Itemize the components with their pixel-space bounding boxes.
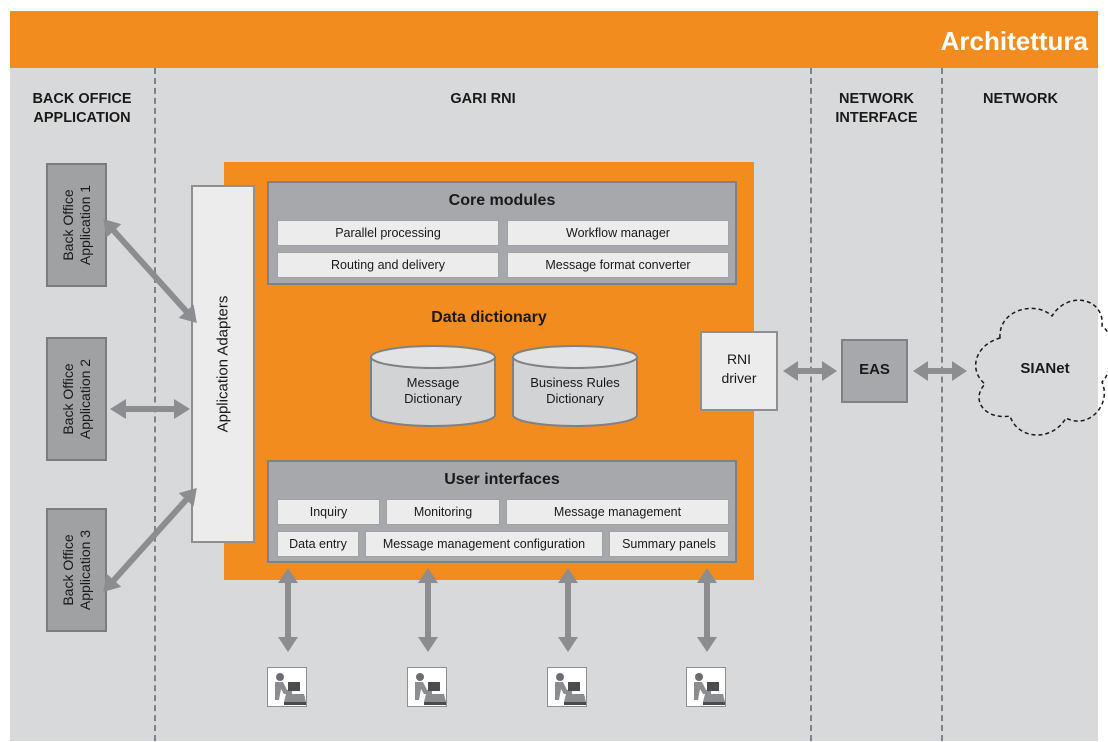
core-module-format-converter: Message format converter bbox=[507, 252, 729, 278]
back-office-app-2: Back Office Application 2 bbox=[46, 337, 107, 461]
ui-inquiry: Inquiry bbox=[277, 499, 380, 525]
user-workstation-icon bbox=[694, 673, 725, 705]
back-office-app-1: Back Office Application 1 bbox=[46, 163, 107, 287]
column-header-network: NETWORK bbox=[983, 91, 1058, 107]
ui-monitoring: Monitoring bbox=[386, 499, 500, 525]
eas-box: EAS bbox=[841, 339, 908, 403]
column-header-gari-rni: GARI RNI bbox=[450, 91, 516, 107]
eas-label: EAS bbox=[859, 361, 890, 378]
core-modules-title: Core modules bbox=[448, 192, 556, 209]
ui-message-management: Message management bbox=[506, 499, 729, 525]
core-module-routing-delivery: Routing and delivery bbox=[277, 252, 499, 278]
user-workstation-4 bbox=[686, 667, 726, 707]
business-rules-dictionary-store: Business Rules Dictionary bbox=[512, 345, 638, 427]
column-header-network-interface: NETWORK INTERFACE bbox=[835, 91, 918, 126]
user-workstation-2 bbox=[407, 667, 447, 707]
ui-summary-panels: Summary panels bbox=[609, 531, 729, 557]
user-workstation-3 bbox=[547, 667, 587, 707]
header-bar bbox=[10, 11, 1098, 68]
user-workstation-icon bbox=[415, 673, 446, 705]
business-rules-dictionary-cylinder bbox=[512, 345, 638, 427]
message-dictionary-cylinder bbox=[370, 345, 496, 427]
user-interfaces-section: User interfaces Inquiry Monitoring Messa… bbox=[267, 460, 737, 563]
ui-data-entry: Data entry bbox=[277, 531, 359, 557]
sianet-label: SIANet bbox=[1020, 360, 1070, 377]
ui-message-management-configuration: Message management configuration bbox=[365, 531, 603, 557]
user-interfaces-title: User interfaces bbox=[444, 471, 560, 488]
page-title: Architettura bbox=[940, 26, 1088, 56]
user-workstation-icon bbox=[275, 673, 306, 705]
application-adapters: Application Adapters bbox=[191, 185, 255, 543]
separator-backoffice bbox=[154, 68, 156, 741]
user-workstation-1 bbox=[267, 667, 307, 707]
message-dictionary-store: Message Dictionary bbox=[370, 345, 496, 427]
back-office-app-3: Back Office Application 3 bbox=[46, 508, 107, 632]
core-module-parallel-processing: Parallel processing bbox=[277, 220, 499, 246]
separator-gari bbox=[810, 68, 812, 741]
rni-driver: RNI driver bbox=[700, 331, 778, 411]
separator-interface bbox=[941, 68, 943, 741]
core-modules-section: Core modules Parallel processing Workflo… bbox=[267, 181, 737, 285]
back-office-app-1-label: Back Office Application 1 bbox=[59, 184, 93, 266]
back-office-app-2-label: Back Office Application 2 bbox=[59, 358, 93, 440]
data-dictionary-title: Data dictionary bbox=[431, 309, 547, 326]
core-module-workflow-manager: Workflow manager bbox=[507, 220, 729, 246]
message-dictionary-label: Message Dictionary bbox=[404, 375, 462, 406]
column-header-back-office: BACK OFFICE APPLICATION bbox=[32, 91, 132, 126]
rni-driver-label: RNI driver bbox=[721, 351, 757, 386]
back-office-app-3-label: Back Office Application 3 bbox=[59, 529, 93, 611]
user-workstation-icon bbox=[555, 673, 586, 705]
business-rules-dictionary-label: Business Rules Dictionary bbox=[530, 375, 620, 406]
